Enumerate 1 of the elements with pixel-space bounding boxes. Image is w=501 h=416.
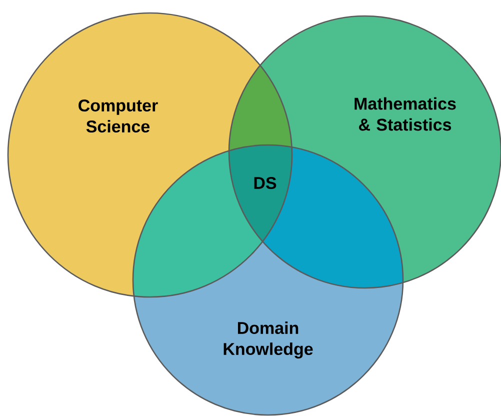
intersection-label: DS [254, 176, 276, 190]
